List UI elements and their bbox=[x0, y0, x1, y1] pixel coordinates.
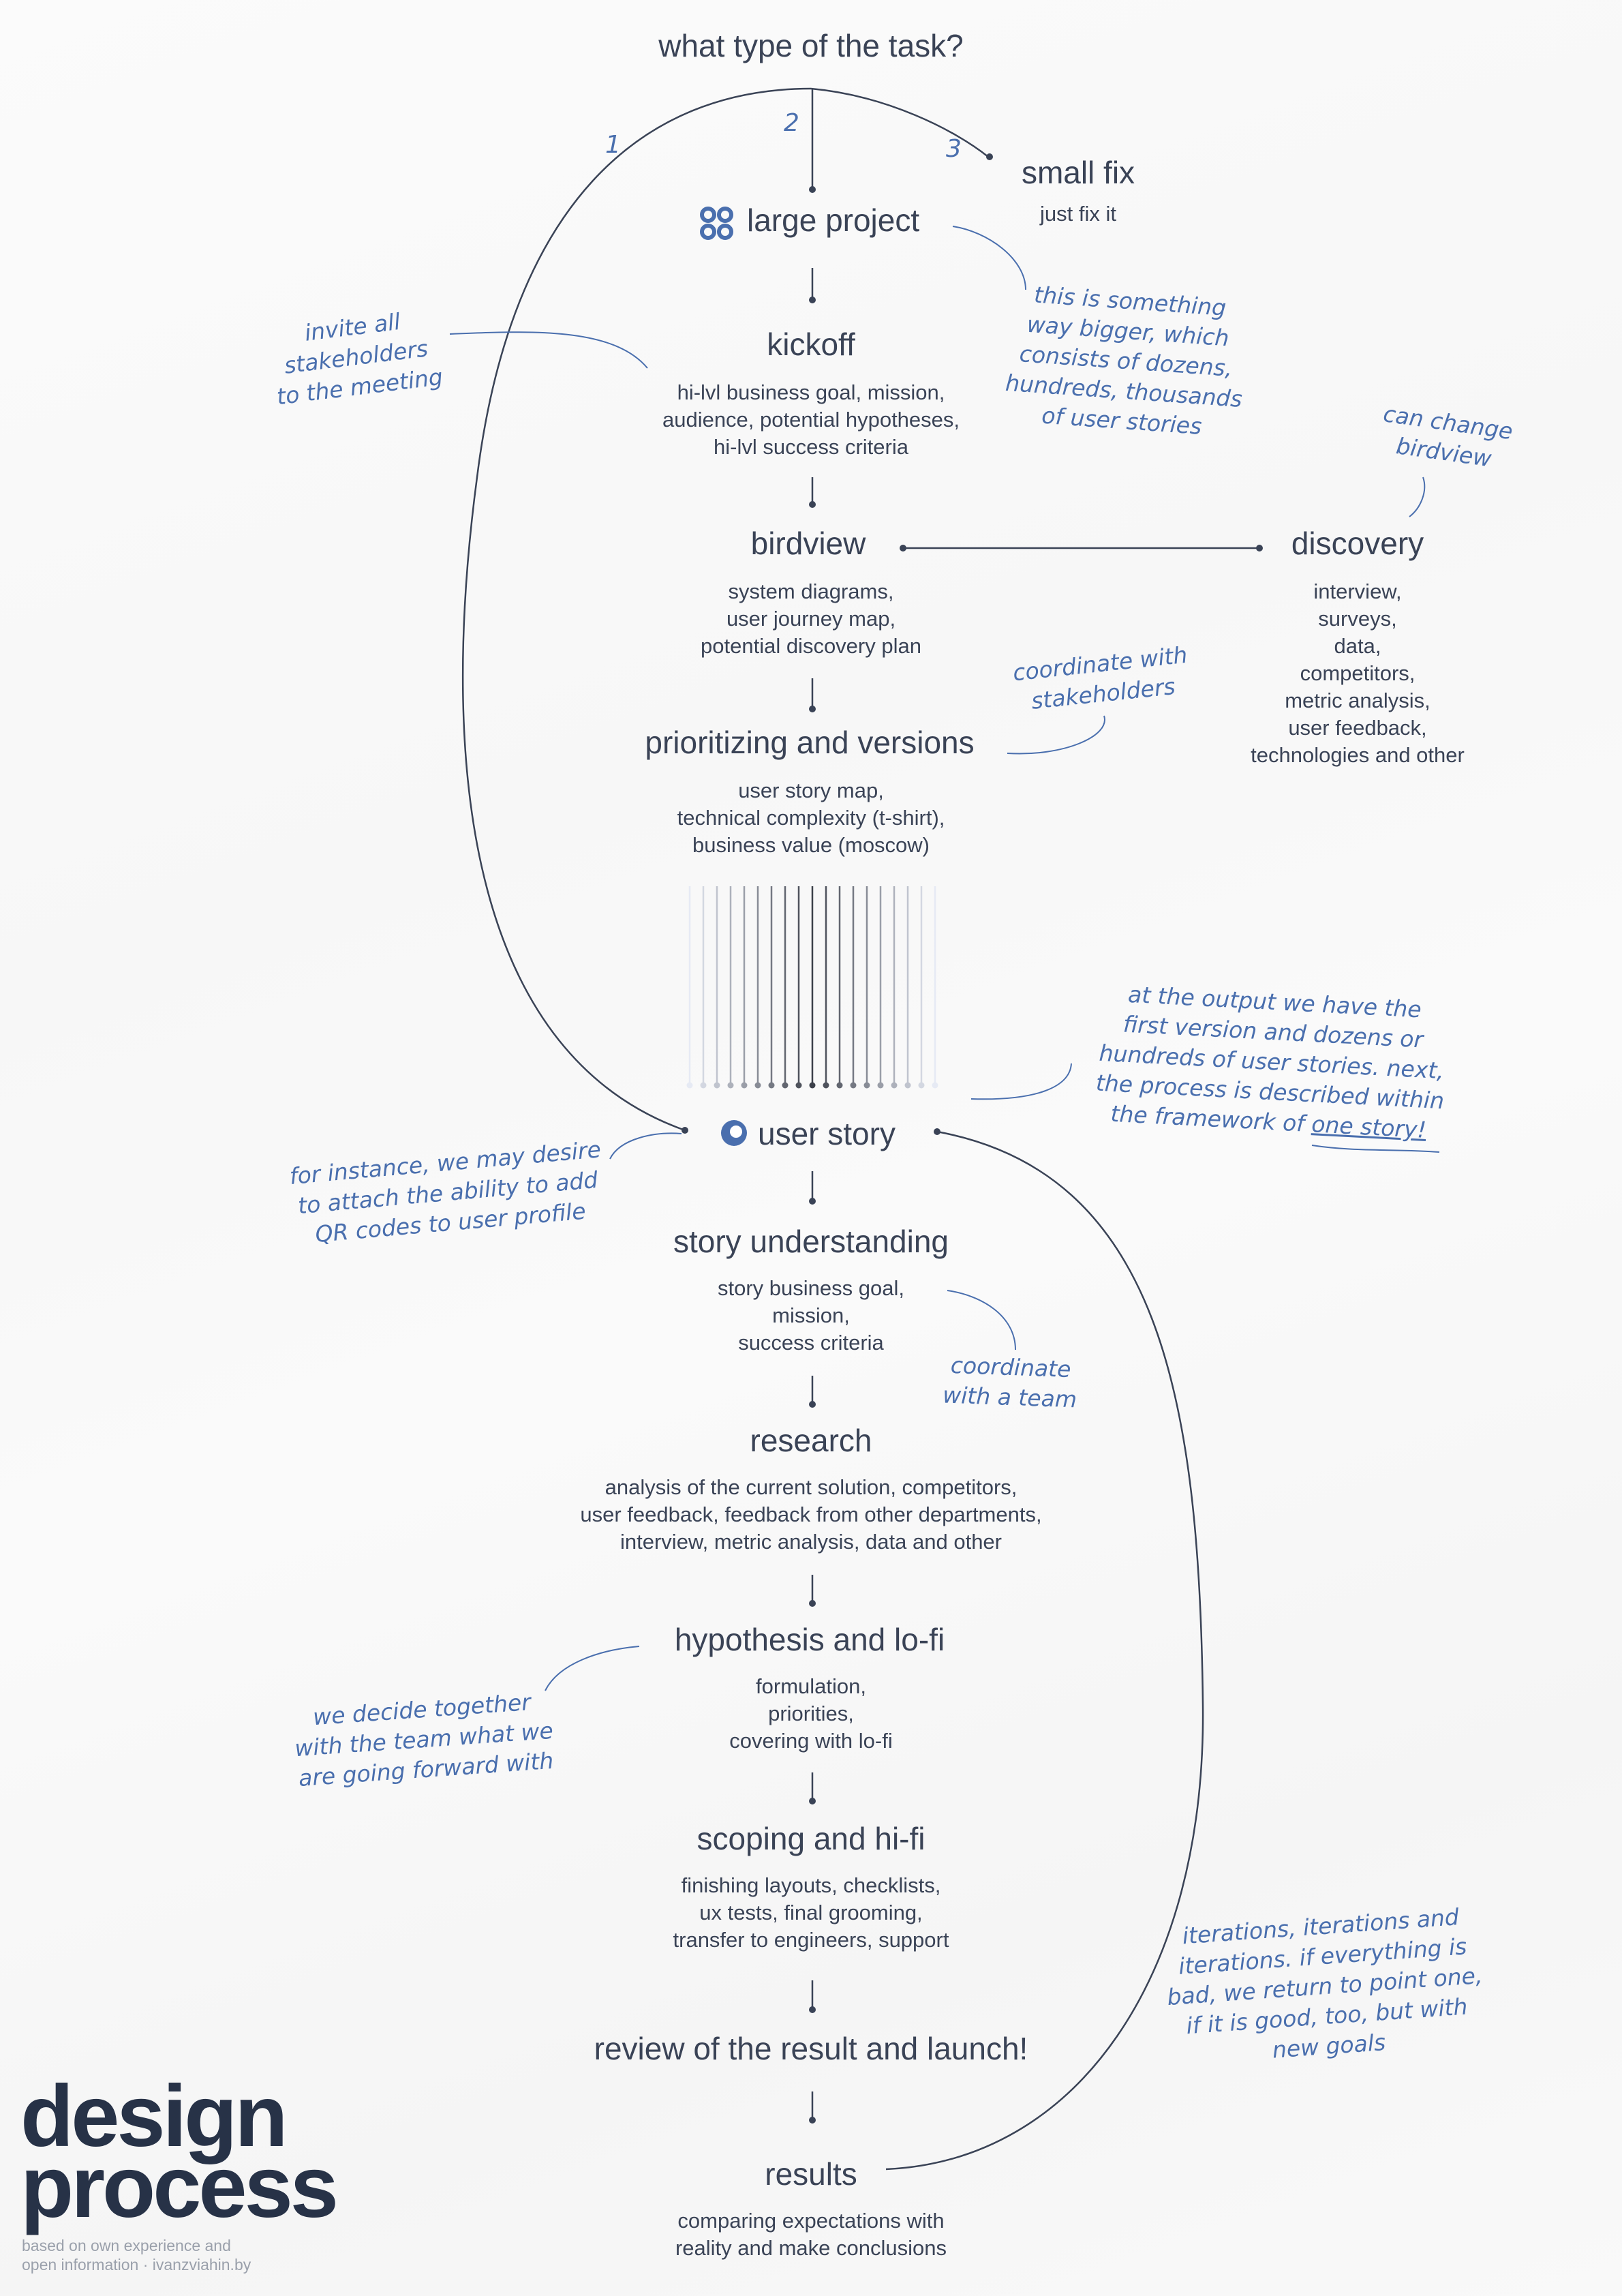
story-bar-dot bbox=[782, 1082, 789, 1089]
user-story-ring-icon bbox=[721, 1120, 747, 1146]
step-scoping-desc: finishing layouts, checklists, ux tests,… bbox=[673, 1873, 949, 1952]
step-story-understanding-title: story understanding bbox=[673, 1224, 949, 1259]
note-decide-together: we decide together with the team what we… bbox=[294, 1688, 555, 1792]
question-title: what type of the task? bbox=[658, 28, 964, 63]
story-bar-dot bbox=[918, 1082, 925, 1089]
brand-title-line1: design bbox=[20, 2068, 288, 2165]
step-birdview-title: birdview bbox=[750, 526, 866, 561]
story-bar-dot bbox=[863, 1082, 870, 1089]
story-bar-dot bbox=[686, 1082, 693, 1089]
story-bar-dot bbox=[727, 1082, 734, 1089]
branch-number-1: 1 bbox=[605, 131, 621, 159]
discovery-desc: interview, surveys, data, competitors, m… bbox=[1251, 579, 1465, 767]
large-project-title: large project bbox=[747, 202, 920, 238]
story-bar-dot bbox=[795, 1082, 802, 1089]
step-prioritizing-desc: user story map, technical complexity (t-… bbox=[677, 779, 945, 857]
four-circles-icon bbox=[700, 207, 733, 240]
step-hypothesis-title: hypothesis and lo-fi bbox=[674, 1622, 945, 1657]
branch-number-3: 3 bbox=[946, 135, 962, 163]
story-bar-dot bbox=[891, 1082, 898, 1089]
step-results-title: results bbox=[765, 2156, 857, 2192]
step-birdview-desc: system diagrams, user journey map, poten… bbox=[701, 579, 921, 658]
step-research-desc: analysis of the current solution, compet… bbox=[580, 1475, 1042, 1554]
story-bar-dot bbox=[877, 1082, 884, 1089]
story-bar-dot bbox=[904, 1082, 911, 1089]
step-hypothesis-desc: formulation, priorities, covering with l… bbox=[729, 1674, 893, 1753]
step-scoping-title: scoping and hi-fi bbox=[697, 1821, 925, 1856]
step-results-desc: comparing expectations with reality and … bbox=[675, 2209, 947, 2260]
small-fix-desc: just fix it bbox=[1040, 202, 1116, 226]
step-research-title: research bbox=[750, 1423, 872, 1458]
step-review-title: review of the result and launch! bbox=[594, 2031, 1028, 2066]
story-bar-dot bbox=[768, 1082, 775, 1089]
small-fix-title: small fix bbox=[1021, 155, 1135, 190]
story-bar-dot bbox=[836, 1082, 843, 1089]
story-bar-dot bbox=[850, 1082, 857, 1089]
story-bar-dot bbox=[700, 1082, 707, 1089]
story-bar-dot bbox=[823, 1082, 829, 1089]
story-bar-dot bbox=[754, 1082, 761, 1089]
note-output: at the output we have the first version … bbox=[1095, 980, 1445, 1143]
story-bar-dot bbox=[932, 1082, 938, 1089]
note-coordinate-team: coordinate with a team bbox=[942, 1351, 1077, 1413]
brand-credits: based on own experience and open informa… bbox=[22, 2237, 251, 2274]
story-bar-dot bbox=[714, 1082, 720, 1089]
discovery-title: discovery bbox=[1291, 526, 1424, 561]
story-bar-dot bbox=[741, 1082, 748, 1089]
user-story-bars bbox=[686, 886, 938, 1089]
user-story-title: user story bbox=[758, 1116, 896, 1151]
step-kickoff-desc: hi-lvl business goal, mission, audience,… bbox=[662, 380, 960, 459]
note-bigger: this is something way bigger, which cons… bbox=[1005, 281, 1244, 440]
brand-title-line2: process bbox=[20, 2139, 339, 2236]
story-bar-dot bbox=[809, 1082, 816, 1089]
branch-number-2: 2 bbox=[784, 109, 799, 137]
step-prioritizing-title: prioritizing and versions bbox=[645, 725, 975, 760]
note-iterations: iterations, iterations and iterations. i… bbox=[1166, 1903, 1484, 2064]
step-kickoff-title: kickoff bbox=[767, 327, 855, 362]
step-story-understanding-desc: story business goal, mission, success cr… bbox=[718, 1276, 904, 1355]
